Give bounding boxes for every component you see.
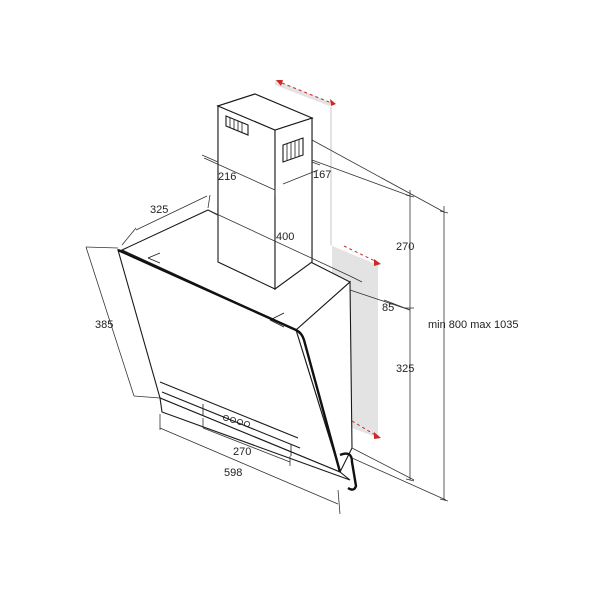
dimension-lines xyxy=(85,139,449,515)
dim-hood-depth: 325 xyxy=(150,204,168,216)
dim-chimney-width: 216 xyxy=(218,171,236,183)
control-button xyxy=(243,420,250,427)
dim-total-height-range: min 800 max 1035 xyxy=(428,319,519,331)
wall-area xyxy=(275,80,378,438)
dim-wall-offset: 85 xyxy=(382,302,394,314)
dim-controls-span: 270 xyxy=(233,446,251,458)
dimension-labels: 216 167 325 400 85 270 325 385 270 598 m… xyxy=(95,169,519,479)
dim-chimney-depth: 167 xyxy=(313,169,331,181)
control-buttons xyxy=(222,414,250,427)
control-button xyxy=(229,416,236,423)
dim-chimney-to-wall: 400 xyxy=(276,231,294,243)
dim-hood-width: 598 xyxy=(224,467,242,479)
dim-hood-front-height: 385 xyxy=(95,319,113,331)
glass-panel-outline xyxy=(117,248,358,491)
dim-chimney-height: 270 xyxy=(396,241,414,253)
control-panel xyxy=(202,404,292,456)
dim-hood-height: 325 xyxy=(396,363,414,375)
installation-guide-lines xyxy=(276,80,381,439)
control-button xyxy=(236,418,243,425)
control-button xyxy=(222,414,229,421)
